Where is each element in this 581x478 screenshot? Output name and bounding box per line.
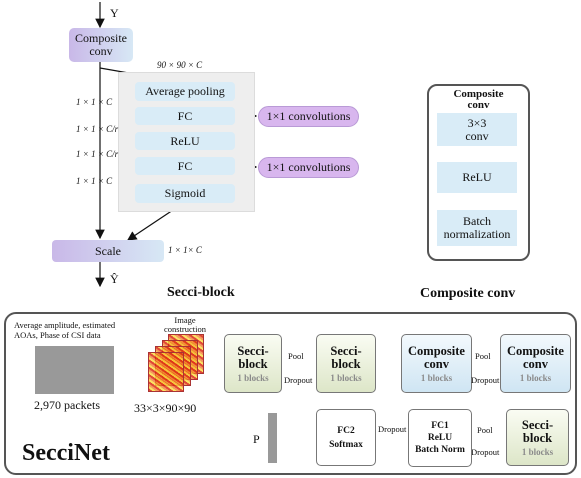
composite-conv-box: Composite conv: [69, 28, 133, 62]
dim-label-4: 1 × 1 × C: [76, 176, 113, 186]
dim-top-label: 90 × 90 × C: [157, 60, 203, 70]
fc1-text: FC1 ReLU Batch Norm: [415, 421, 465, 455]
input-description: Average amplitude, estimated AOAs, Phase…: [14, 320, 116, 340]
composite-conv-panel: [427, 84, 530, 261]
dropout-label-2: Dropout: [471, 375, 500, 385]
dropout-label-3: Dropout: [471, 447, 500, 457]
secci-block-3-count: 1 blocks: [521, 446, 554, 457]
secci-block-1: Secci- block 1 blocks: [224, 334, 282, 393]
secci-block-2-title: Secci- block: [330, 343, 362, 371]
input-y-label: Y: [110, 6, 119, 20]
dim-label-2: 1 × 1 × C/r: [76, 124, 119, 134]
cc-layer-conv: 3×3 conv: [437, 113, 517, 146]
secci-block-caption: Secci-block: [167, 285, 235, 300]
tensor-shape-label: 33×3×90×90: [134, 401, 197, 415]
layer-relu: ReLU: [135, 132, 235, 150]
input-data-block: [35, 346, 114, 394]
conv-pill-1: 1×1 convolutions: [258, 106, 359, 127]
image-construction-label: Image construction: [163, 315, 207, 334]
secci-block-3: Secci- block 1 blocks: [506, 409, 569, 466]
secci-block-2-count: 1 blocks: [330, 372, 362, 383]
composite-conv-block-1: Composite conv 1 blocks: [401, 334, 472, 393]
composite-conv-block-2: Composite conv 1 blocks: [500, 334, 571, 393]
composite-conv-caption: Composite conv: [420, 286, 516, 301]
seccinet-title: SecciNet: [22, 440, 110, 466]
pool-label-3: Pool: [477, 425, 493, 435]
dropout-label-4: Dropout: [378, 424, 407, 434]
cc-layer-batchnorm: Batch normalization: [437, 210, 517, 246]
output-bar: [268, 413, 277, 463]
layer-fc-2: FC: [135, 157, 235, 175]
packets-label: 2,970 packets: [34, 398, 100, 412]
composite-conv-block-2-count: 1 blocks: [519, 372, 552, 383]
secci-block-1-count: 1 blocks: [237, 372, 269, 383]
output-yhat-label: Ŷ: [110, 272, 119, 286]
scale-box: Scale: [52, 240, 164, 262]
layer-fc-1: FC: [135, 107, 235, 125]
fc2-block: FC2 Softmax: [316, 409, 376, 466]
fc1-block: FC1 ReLU Batch Norm: [408, 409, 472, 467]
fc2-text: FC2 Softmax: [329, 425, 363, 450]
output-p-label: P: [253, 432, 260, 446]
composite-conv-title: Composite conv: [453, 88, 504, 111]
pool-label-1: Pool: [288, 351, 304, 361]
heatmap-layer-4: [148, 352, 184, 392]
composite-conv-block-1-title: Composite conv: [408, 343, 465, 371]
dim-label-1: 1 × 1 × C: [76, 97, 113, 107]
dim-label-3: 1 × 1 × C/r: [76, 149, 119, 159]
secci-block-2: Secci- block 1 blocks: [316, 334, 376, 393]
layer-average-pooling: Average pooling: [135, 82, 235, 101]
dropout-label-1: Dropout: [284, 375, 313, 385]
pool-label-2: Pool: [475, 351, 491, 361]
cc-layer-relu: ReLU: [437, 162, 517, 193]
composite-conv-block-1-count: 1 blocks: [420, 372, 453, 383]
conv-pill-2: 1×1 convolutions: [258, 157, 359, 178]
secci-block-3-title: Secci- block: [521, 417, 554, 445]
secci-block-1-title: Secci- block: [237, 343, 269, 371]
scale-dim-label: 1 × 1× C: [168, 245, 202, 255]
layer-sigmoid: Sigmoid: [135, 184, 235, 203]
composite-conv-block-2-title: Composite conv: [507, 343, 564, 371]
